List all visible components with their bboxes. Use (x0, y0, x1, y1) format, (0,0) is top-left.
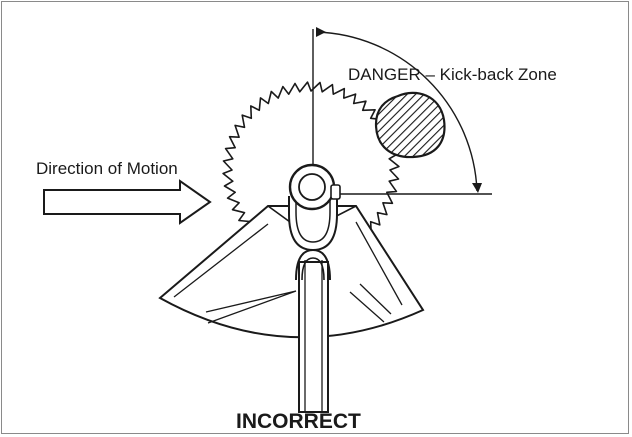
incorrect-title: INCORRECT (236, 410, 361, 433)
direction-of-motion-label: Direction of Motion (36, 159, 178, 178)
right-arrow-icon (43, 179, 212, 225)
danger-zone-label: DANGER – Kick-back Zone (348, 65, 557, 84)
hatched-circle-icon (374, 91, 446, 159)
trimmer-shaft (295, 248, 331, 413)
gear-head (288, 163, 341, 252)
